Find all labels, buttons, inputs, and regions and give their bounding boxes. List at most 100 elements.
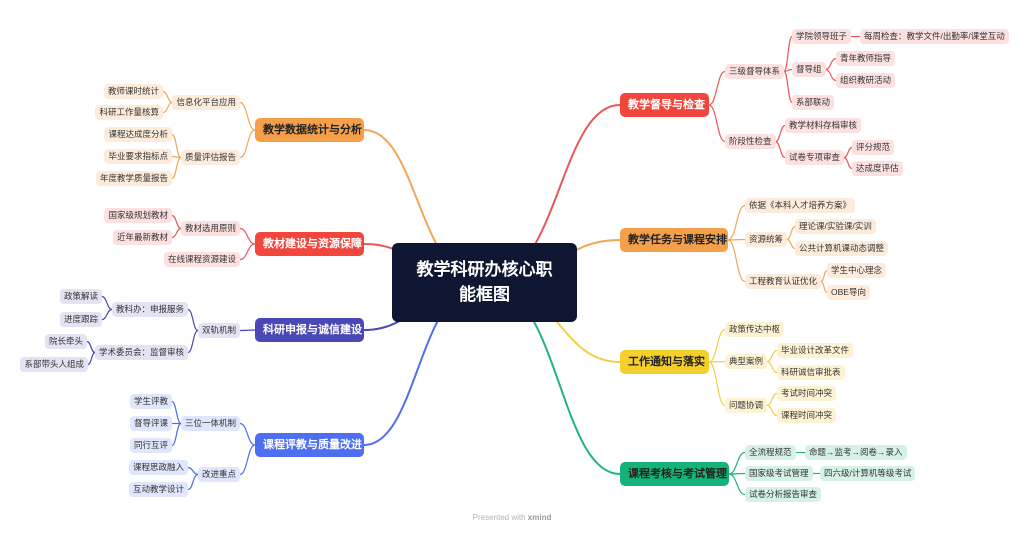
subtopic[interactable]: 四六级/计算机等级考试: [820, 466, 916, 481]
connector-line: [239, 227, 256, 245]
subtopic[interactable]: 三位一体机制: [180, 416, 240, 431]
subtopic[interactable]: 公共计算机课动态调整: [795, 241, 889, 256]
subtopic[interactable]: 课程达成度分析: [104, 127, 172, 142]
subtopic[interactable]: 系部带头人组成: [20, 357, 88, 372]
subtopic[interactable]: 质量评估报告: [180, 150, 240, 165]
subtopic[interactable]: 试卷分析报告审查: [745, 487, 822, 502]
subtopic[interactable]: 互动教学设计: [128, 482, 188, 497]
topic-teaching-supervision[interactable]: 教学督导与检查: [620, 93, 709, 117]
connector-line: [239, 101, 256, 131]
connector-line: [239, 422, 256, 446]
subtopic[interactable]: 毕业设计改革文件: [777, 343, 854, 358]
footer-credit: Presented with xmind: [0, 513, 1024, 522]
connector-line: [239, 129, 256, 159]
xmind-brand: xmind: [527, 513, 552, 522]
subtopic[interactable]: 科研诚信审批表: [777, 365, 845, 380]
connector-line: [239, 329, 256, 332]
connector-line: [783, 70, 793, 104]
connector-line: [766, 349, 778, 363]
connector-line: [728, 473, 746, 496]
subtopic[interactable]: 每周检查：教学文件/出勤率/课堂互动: [860, 29, 1009, 44]
connector-line: [187, 473, 199, 491]
subtopic[interactable]: 国家级规划教材: [104, 208, 172, 223]
subtopic[interactable]: 课程时间冲突: [777, 408, 837, 423]
connector-line: [727, 204, 746, 241]
subtopic[interactable]: 问题协调: [725, 398, 768, 413]
topic-exam-management[interactable]: 课程考核与考试管理: [620, 462, 729, 486]
subtopic[interactable]: 学院领导班子: [792, 29, 852, 44]
central-topic[interactable]: 教学科研办核心职能框图: [392, 243, 577, 322]
subtopic[interactable]: 国家级考试管理: [745, 466, 813, 481]
connector-line: [171, 422, 182, 447]
subtopic[interactable]: 院长牵头: [44, 334, 87, 349]
topic-teaching-data[interactable]: 教学数据统计与分析: [255, 118, 364, 142]
topic-course-evaluation[interactable]: 课程评教与质量改进: [255, 433, 364, 457]
topic-research-integrity[interactable]: 科研申报与诚信建设: [255, 318, 364, 342]
connector-line: [171, 156, 182, 180]
connector-line: [101, 308, 113, 321]
connector-line: [87, 351, 96, 366]
connector-line: [820, 280, 828, 294]
connector-line: [171, 227, 182, 239]
connector-line: [728, 451, 746, 475]
connector-line: [187, 329, 199, 354]
connector-line: [728, 472, 746, 475]
subtopic[interactable]: 试卷专项审查: [785, 150, 845, 165]
subtopic[interactable]: 达成度评估: [852, 161, 903, 176]
subtopic[interactable]: 学生中心理念: [827, 263, 887, 278]
connector-line: [162, 90, 173, 104]
subtopic[interactable]: 近年最新教材: [112, 230, 172, 245]
subtopic[interactable]: 教师课时统计: [103, 84, 163, 99]
subtopic[interactable]: 命题→监考→阅卷→录入: [805, 445, 907, 460]
connector-line: [708, 104, 726, 143]
topic-textbooks[interactable]: 教材建设与资源保障: [255, 232, 364, 256]
connector-line: [86, 340, 96, 354]
subtopic[interactable]: 资源统筹: [745, 232, 788, 247]
connector-line: [825, 57, 837, 71]
connector-line: [766, 404, 778, 417]
subtopic[interactable]: 同行互评: [129, 438, 172, 453]
connector-line: [708, 360, 726, 363]
subtopic[interactable]: 教材选用原则: [180, 221, 240, 236]
subtopic[interactable]: 信息化平台应用: [172, 95, 240, 110]
subtopic[interactable]: 系部联动: [792, 95, 835, 110]
subtopic[interactable]: 在线课程资源建设: [163, 252, 240, 267]
subtopic[interactable]: 阶段性检查: [725, 134, 776, 149]
subtopic[interactable]: 理论课/实验课/实训: [795, 219, 876, 234]
subtopic[interactable]: 评分规范: [852, 140, 895, 155]
connector-line: [775, 124, 786, 143]
subtopic[interactable]: 全流程规范: [745, 445, 796, 460]
connector-line: [708, 361, 726, 407]
connector-line: [171, 133, 182, 159]
subtopic[interactable]: 学术委员会：监督审核: [94, 345, 188, 360]
subtopic[interactable]: 督导组: [792, 62, 826, 77]
subtopic[interactable]: 工程教育认证优化: [745, 274, 822, 289]
subtopic[interactable]: 依据《本科人才培养方案》: [745, 198, 856, 213]
subtopic[interactable]: 进度跟踪: [59, 312, 102, 327]
subtopic[interactable]: 双轨机制: [197, 323, 240, 338]
connector-line: [171, 400, 182, 425]
connector-line: [786, 225, 796, 241]
subtopic[interactable]: 科研工作量核算: [95, 105, 163, 120]
subtopic[interactable]: 教学材料存档审核: [785, 118, 862, 133]
subtopic[interactable]: 组织教研活动: [836, 73, 896, 88]
connector-line: [708, 328, 726, 363]
subtopic[interactable]: 政策传达中枢: [725, 322, 785, 337]
subtopic[interactable]: 学生评教: [129, 394, 172, 409]
subtopic[interactable]: 督导评课: [129, 416, 172, 431]
subtopic[interactable]: 三级督导体系: [725, 64, 785, 79]
footer-prefix: Presented with: [472, 513, 526, 522]
subtopic[interactable]: 毕业要求指标点: [104, 149, 172, 164]
subtopic[interactable]: OBE导向: [827, 285, 870, 300]
topic-teaching-tasks[interactable]: 教学任务与课程安排: [620, 228, 728, 252]
subtopic[interactable]: 改进重点: [197, 467, 240, 482]
subtopic[interactable]: 政策解读: [59, 289, 102, 304]
subtopic[interactable]: 典型案例: [725, 354, 768, 369]
subtopic[interactable]: 课程思政融入: [128, 460, 188, 475]
connector-line: [766, 360, 778, 374]
subtopic[interactable]: 教科办：申报服务: [111, 302, 188, 317]
subtopic[interactable]: 考试时间冲突: [777, 386, 837, 401]
topic-work-notices[interactable]: 工作通知与落实: [620, 350, 709, 374]
subtopic[interactable]: 青年教师指导: [836, 51, 896, 66]
subtopic[interactable]: 年度教学质量报告: [95, 171, 172, 186]
